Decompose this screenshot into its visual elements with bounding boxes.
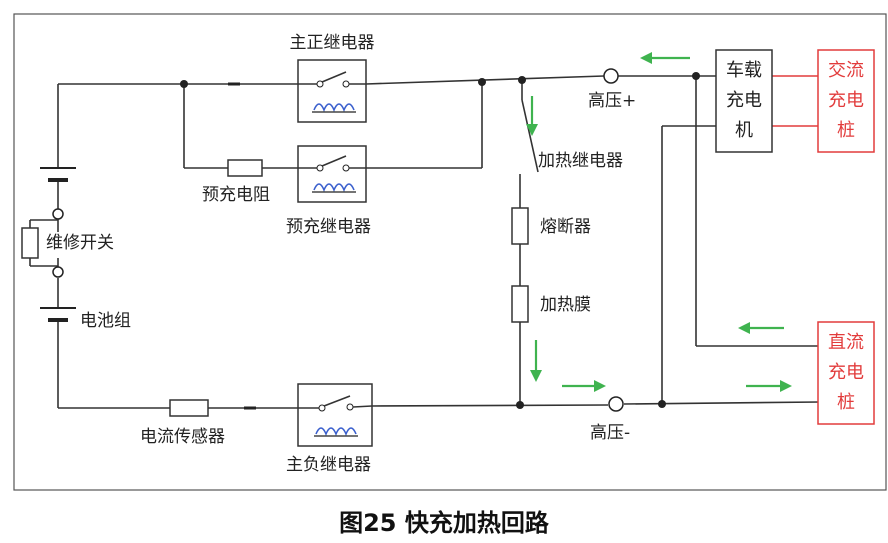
main-neg-relay-symbol: [297, 383, 373, 447]
ac-pile-box: [817, 49, 875, 153]
dc-pile-label-line3: 桩: [837, 392, 855, 413]
circuit-diagram: 主正继电器 预充电阻 预充继电器 维修开关 电池组 电流传感器 主负继电器 高压…: [13, 13, 887, 491]
ac-pile-label-line3: 桩: [837, 120, 855, 141]
obc-label-line1: 车载: [726, 60, 762, 81]
maintenance-switch-label: 维修开关: [46, 233, 114, 253]
hv-plus-label: 高压+: [588, 91, 636, 111]
heating-film-label: 加热膜: [540, 295, 591, 315]
precharge-resistor-symbol: [227, 159, 263, 177]
wiring: [57, 75, 821, 409]
dc-pile-label-line2: 充电: [828, 362, 864, 383]
fuse-symbol: [511, 207, 529, 245]
current-flow-arrows: [526, 52, 792, 392]
precharge-relay-symbol: [297, 145, 367, 203]
hv-minus-terminal: [608, 396, 624, 412]
battery-pack-symbol: [40, 167, 76, 322]
maintenance-switch-symbol: [21, 208, 64, 278]
obc-box: [715, 49, 773, 153]
obc-label-line3: 机: [735, 120, 753, 141]
dc-pile-box: [817, 321, 875, 425]
hv-plus-terminal: [603, 68, 619, 84]
main-neg-relay-label: 主负继电器: [286, 455, 371, 475]
heating-film-symbol: [511, 285, 529, 323]
current-sensor-symbol: [169, 399, 209, 417]
heating-relay-label: 加热继电器: [538, 151, 623, 171]
figure-caption: 图25 快充加热回路: [339, 509, 549, 537]
main-pos-relay-symbol: [297, 59, 367, 123]
junction-dots: [180, 72, 700, 409]
ac-pile-label-line2: 充电: [828, 90, 864, 111]
precharge-resistor-label: 预充电阻: [202, 185, 270, 205]
hv-minus-label: 高压-: [590, 423, 630, 443]
obc-label-line2: 充电: [726, 90, 762, 111]
battery-pack-label: 电池组: [80, 311, 131, 331]
current-sensor-label: 电流传感器: [140, 427, 225, 447]
ac-pile-label-line1: 交流: [828, 60, 864, 81]
diagram-frame: [13, 13, 887, 491]
precharge-relay-label: 预充继电器: [286, 217, 371, 237]
fuse-label: 熔断器: [540, 217, 591, 237]
dc-pile-label-line1: 直流: [828, 332, 864, 353]
main-pos-relay-label: 主正继电器: [290, 33, 375, 53]
